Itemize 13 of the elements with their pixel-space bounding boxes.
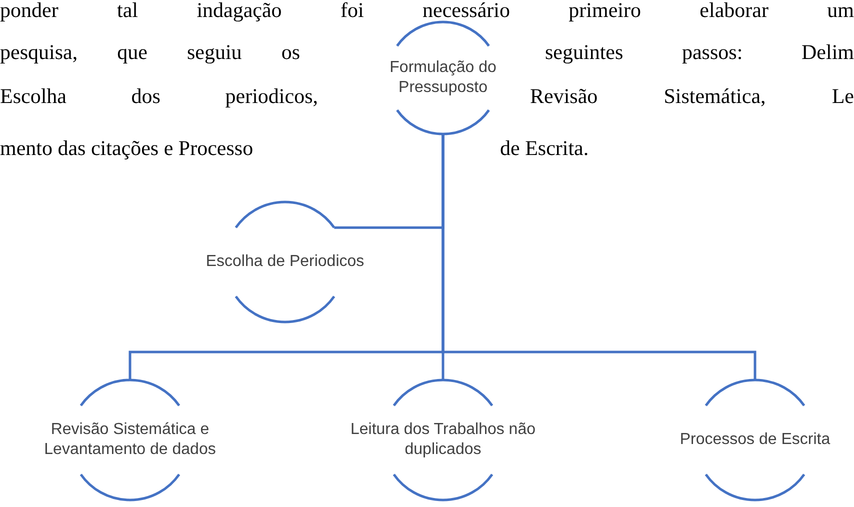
node-label: Processos de Escrita (678, 430, 832, 450)
paragraph-text: de Escrita. (500, 136, 590, 160)
paragraph-text: ponder tal indagação foi necessário primeiro elaborar um (0, 0, 854, 22)
paragraph-text: Revisão Sistemática, Le (530, 84, 854, 108)
paragraph-text: Escolha dos periodicos, (0, 84, 318, 108)
node-label: Revisão Sistemática e Levantamento de dados (43, 420, 217, 460)
paragraph-text: mento das citações e Processo (0, 136, 254, 160)
node-label: Leitura dos Trabalhos não duplicados (349, 420, 536, 460)
paragraph-text: pesquisa, que seguiu os (0, 40, 300, 64)
paragraph-text: seguintes passos: Delim (545, 40, 854, 64)
node-label: Formulação do Pressuposto (388, 58, 498, 98)
connector-line (442, 134, 756, 380)
node-label: Escolha de Periodicos (204, 252, 366, 272)
